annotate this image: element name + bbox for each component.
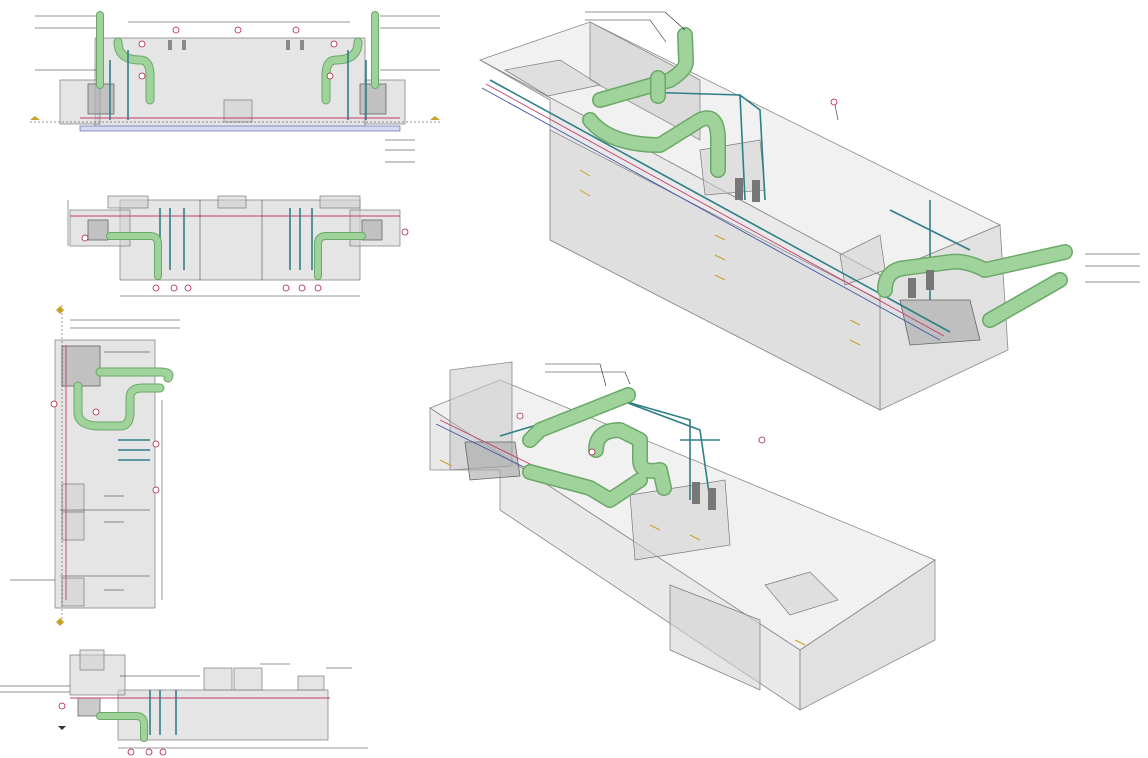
- valve-group-left: [168, 40, 186, 50]
- iso1-lower-front: [549, 129, 881, 411]
- reference-tag-icon: [588, 448, 596, 456]
- iso1-valve: [908, 278, 916, 298]
- iso1-right-enclosure: [899, 299, 981, 346]
- iso2-drawer-handles: [439, 459, 806, 646]
- reference-tag-icon: [282, 284, 290, 292]
- section-marker-icon: [430, 116, 440, 120]
- left-duct-elbow: [114, 38, 154, 104]
- iso1-teal-pipes: [489, 79, 971, 333]
- side-cabinet-3: [61, 577, 85, 607]
- plan-right-sash: [361, 219, 383, 241]
- section-marker-icon: [58, 726, 66, 730]
- iso1-duct-right-lower: [983, 273, 1067, 327]
- section-marker-icon: [30, 116, 40, 120]
- reference-tag-icon: [50, 400, 58, 408]
- side-cabinet-1: [61, 483, 85, 513]
- center-sink: [223, 99, 253, 123]
- iso2-red-line: [439, 419, 535, 467]
- iso2-valve: [692, 482, 700, 504]
- elev-sash: [77, 697, 101, 717]
- iso-view-lower: [429, 361, 936, 711]
- reference-tag-icon: [81, 234, 89, 242]
- elev-duct: [97, 713, 147, 741]
- elev-hood-3: [297, 675, 325, 691]
- reference-tag-icon: [758, 436, 766, 444]
- iso2-left-enclosure: [464, 441, 521, 481]
- elev-left-hood: [79, 649, 105, 671]
- reference-tag-icon: [184, 284, 192, 292]
- reference-tag-icon: [92, 408, 100, 416]
- reference-tag-icon: [314, 284, 322, 292]
- iso1-left-enclosure: [504, 59, 601, 97]
- reference-tag-icon: [152, 440, 160, 448]
- section-marker-icon: [56, 306, 64, 314]
- side-duct-upper: [96, 368, 173, 382]
- iso1-valve: [735, 178, 743, 200]
- section-marker-icon: [56, 618, 64, 626]
- side-top-enclosure: [61, 345, 101, 387]
- reference-tag-icon: [516, 412, 524, 420]
- iso2-partition: [669, 584, 761, 691]
- iso1-red-line: [485, 83, 945, 337]
- reference-tag-icon: [830, 98, 838, 106]
- elevation-front-view: [30, 11, 440, 163]
- reference-tag-icon: [145, 748, 153, 756]
- side-duct-loop: [74, 382, 164, 430]
- side-cabinet-2: [61, 511, 85, 541]
- iso1-valve: [926, 270, 934, 290]
- reference-tag-icon: [138, 40, 146, 48]
- iso2-callout-leaders: [545, 363, 631, 387]
- iso1-drawer-handles: [579, 169, 861, 346]
- reference-tag-icon: [152, 486, 160, 494]
- reference-tag-icon: [127, 748, 135, 756]
- plan-side-view: [10, 305, 180, 626]
- side-callout-leaders: [10, 319, 180, 591]
- iso2-duct-upper: [523, 388, 635, 447]
- reference-tag-icon: [234, 26, 242, 34]
- reference-tag-icon: [152, 284, 160, 292]
- side-pipes: [118, 439, 150, 461]
- iso-view-upper: [479, 11, 1140, 411]
- iso2-blue-line: [435, 423, 531, 471]
- iso2-sink: [764, 571, 839, 616]
- reference-tag-icon: [172, 26, 180, 34]
- iso2-duct-loop: [523, 423, 671, 507]
- right-duct-elbow: [322, 38, 362, 104]
- reference-tag-icon: [170, 284, 178, 292]
- reference-tag-icon: [292, 26, 300, 34]
- plan-center-hood: [217, 195, 247, 209]
- iso2-side-face: [799, 559, 936, 711]
- reference-tag-icon: [159, 748, 167, 756]
- iso1-duct-right: [878, 245, 1072, 297]
- iso1-duct-loop: [583, 111, 725, 177]
- elev-hood-2: [233, 667, 263, 691]
- iso1-blue-line: [481, 87, 941, 341]
- plan-right-duct: [315, 233, 365, 279]
- plan-left-hood: [107, 195, 149, 209]
- elev-callout-leaders: [0, 663, 352, 693]
- service-pipes: [109, 50, 367, 120]
- reference-tag-icon: [401, 228, 409, 236]
- reference-tag-icon: [58, 702, 66, 710]
- plan-left-sash: [87, 219, 109, 241]
- plan-right-hood: [319, 195, 361, 209]
- reference-tag-icon: [326, 72, 334, 80]
- iso1-duct-top: [593, 28, 693, 107]
- right-sash: [359, 83, 387, 115]
- elevation-side-view: [0, 649, 368, 756]
- iso1-callout-leaders: [585, 11, 1140, 283]
- plan-top-view: [67, 195, 409, 297]
- iso1-valve: [752, 180, 760, 202]
- reference-tag-icon: [330, 40, 338, 48]
- elev-pipes: [149, 690, 177, 735]
- base-rail: [79, 125, 401, 132]
- iso2-valve: [708, 488, 716, 510]
- elev-hood-1: [203, 667, 233, 691]
- plan-left-duct: [107, 233, 161, 279]
- valve-group-right: [286, 40, 304, 50]
- callout-leaders: [35, 15, 440, 163]
- reference-tag-icon: [298, 284, 306, 292]
- reference-tag-icon: [138, 72, 146, 80]
